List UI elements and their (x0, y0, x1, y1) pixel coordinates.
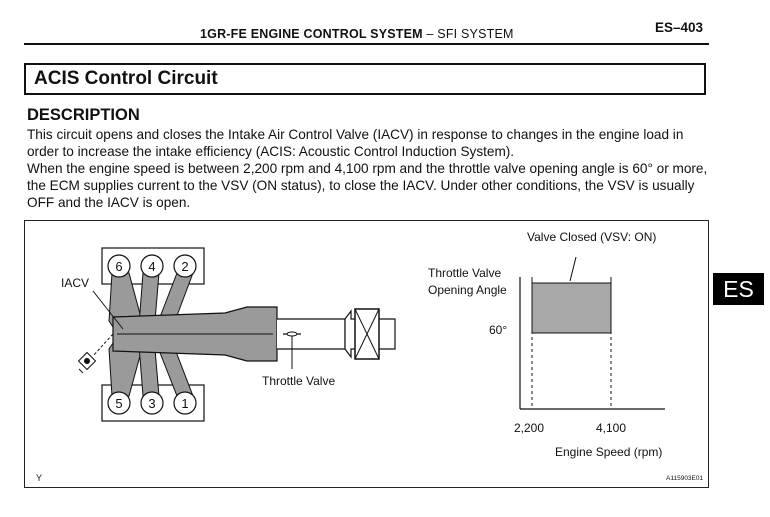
cylinder-number: 4 (148, 259, 155, 274)
description-heading: DESCRIPTION (27, 106, 140, 124)
cylinder-number: 6 (115, 259, 122, 274)
y-tick-60: 60° (489, 323, 507, 337)
iacv-label: IACV (61, 276, 89, 290)
header-title: 1GR-FE ENGINE CONTROL SYSTEM – SFI SYSTE… (200, 27, 514, 41)
figure-id: A115903E01 (666, 475, 703, 482)
header-rule (24, 43, 709, 45)
valve-closed-leader (569, 256, 577, 282)
vsv-actuator (77, 351, 97, 374)
x-tick-2200: 2,200 (514, 421, 544, 435)
description-paragraph: This circuit opens and closes the Intake… (27, 127, 684, 159)
section-tab-es: ES (713, 273, 764, 305)
valve-closed-label: Valve Closed (VSV: ON) (527, 230, 656, 244)
y-axis-label: Opening Angle (428, 283, 507, 297)
valve-closed-region (531, 282, 612, 334)
x-axis-label: Engine Speed (rpm) (555, 445, 662, 459)
cylinder-number: 2 (181, 259, 188, 274)
throttle-valve-label: Throttle Valve (262, 374, 335, 388)
y-axis-label: Throttle Valve (428, 266, 501, 280)
corner-mark: Y (36, 473, 42, 483)
acis-operation-graph: Valve Closed (VSV: ON) Throttle Valve Op… (428, 230, 665, 459)
description-body: This circuit opens and closes the Intake… (27, 126, 717, 211)
x-tick-4100: 4,100 (596, 421, 626, 435)
cylinder-number: 5 (115, 396, 122, 411)
section-title: ACIS Control Circuit (34, 68, 218, 89)
section-title-box: ACIS Control Circuit (24, 63, 706, 95)
cylinder-number: 1 (181, 396, 188, 411)
iacv-leader (92, 290, 124, 330)
description-paragraph: When the engine speed is between 2,200 r… (27, 161, 708, 210)
cylinder-number: 3 (148, 396, 155, 411)
cylinders-bottom: 5 3 1 (107, 391, 197, 415)
cylinders-top: 6 4 2 (107, 254, 197, 278)
acis-diagram: 6 4 2 5 3 1 IACV Throttle Valve Valve Cl… (36, 230, 703, 483)
acis-diagram-figure: 6 4 2 5 3 1 IACV Throttle Valve Valve Cl… (24, 220, 709, 488)
page-number: ES–403 (655, 20, 704, 35)
